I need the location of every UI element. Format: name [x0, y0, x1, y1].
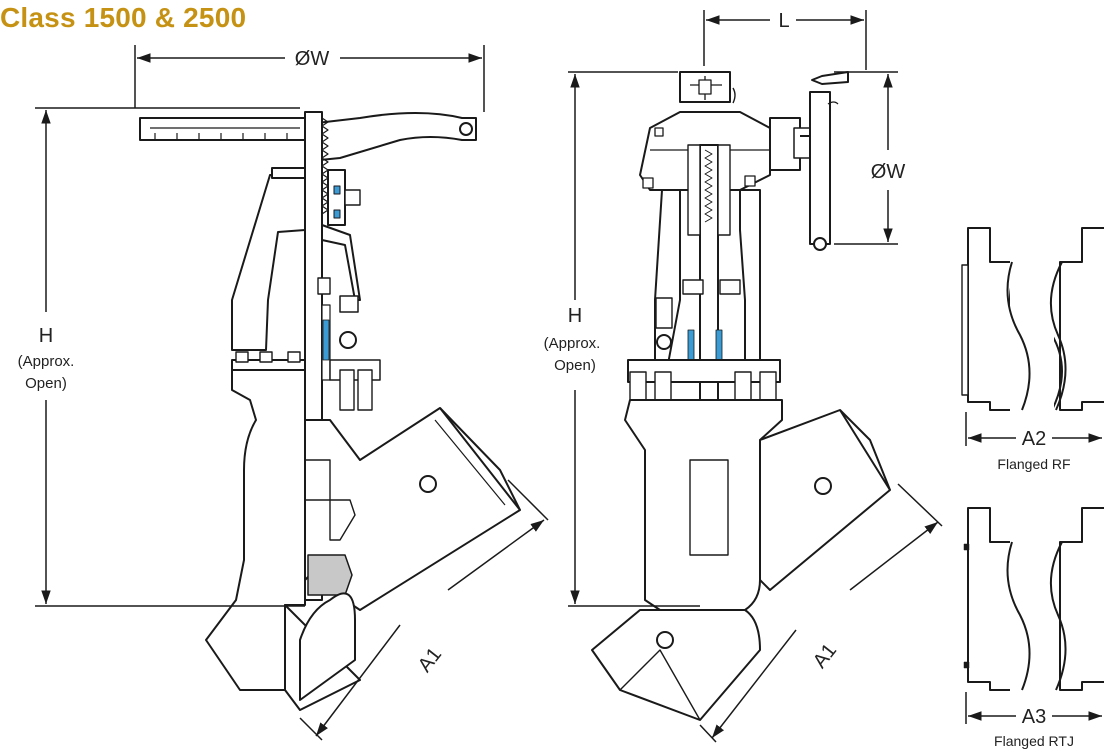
- end-detail-dimensions: [965, 412, 1102, 724]
- side-view-dimensions: [35, 45, 549, 741]
- gear-yoke: [654, 189, 681, 381]
- dim-a1-left-line-a: [447, 519, 545, 591]
- dim-l: L: [778, 10, 789, 32]
- dim-a3: A3: [1022, 706, 1046, 728]
- dim-w-mid: ØW: [871, 161, 906, 183]
- handwheel: [139, 117, 309, 141]
- side-view-valve: [139, 111, 521, 711]
- dim-h-mid-note-2: Open): [554, 357, 596, 374]
- disc-shade: [307, 554, 353, 596]
- dim-a1-mid-line-b: [711, 629, 797, 739]
- dim-a1-mid: A1: [809, 640, 841, 673]
- dim-h-mid-note-1: (Approx.: [544, 335, 601, 352]
- dim-h-left-note-1: (Approx.: [18, 353, 75, 370]
- flanged-rf-label: Flanged RF: [997, 456, 1070, 472]
- flanged-rtj-label: Flanged RTJ: [994, 733, 1074, 749]
- handwheel-spoke: [307, 112, 477, 161]
- flanged-rf-detail: [961, 227, 1104, 414]
- dim-a1-left: A1: [414, 644, 446, 677]
- dim-h-left-note-2: Open): [25, 375, 67, 392]
- dim-a2: A2: [1022, 428, 1046, 450]
- dim-a1-left-line-b: [315, 624, 401, 737]
- flanged-rtj-detail: [963, 507, 1104, 694]
- dim-w-left: ØW: [295, 48, 330, 70]
- gear-handwheel: [809, 91, 831, 245]
- dim-h-mid: H: [568, 305, 582, 327]
- dim-h-left: H: [39, 325, 53, 347]
- page-title: Class 1500 & 2500: [0, 2, 247, 33]
- gear-view-dimensions: [568, 10, 943, 743]
- side-yoke: [231, 174, 306, 351]
- dim-a1-mid-line-a: [849, 521, 939, 591]
- gear-view-valve: [591, 71, 891, 721]
